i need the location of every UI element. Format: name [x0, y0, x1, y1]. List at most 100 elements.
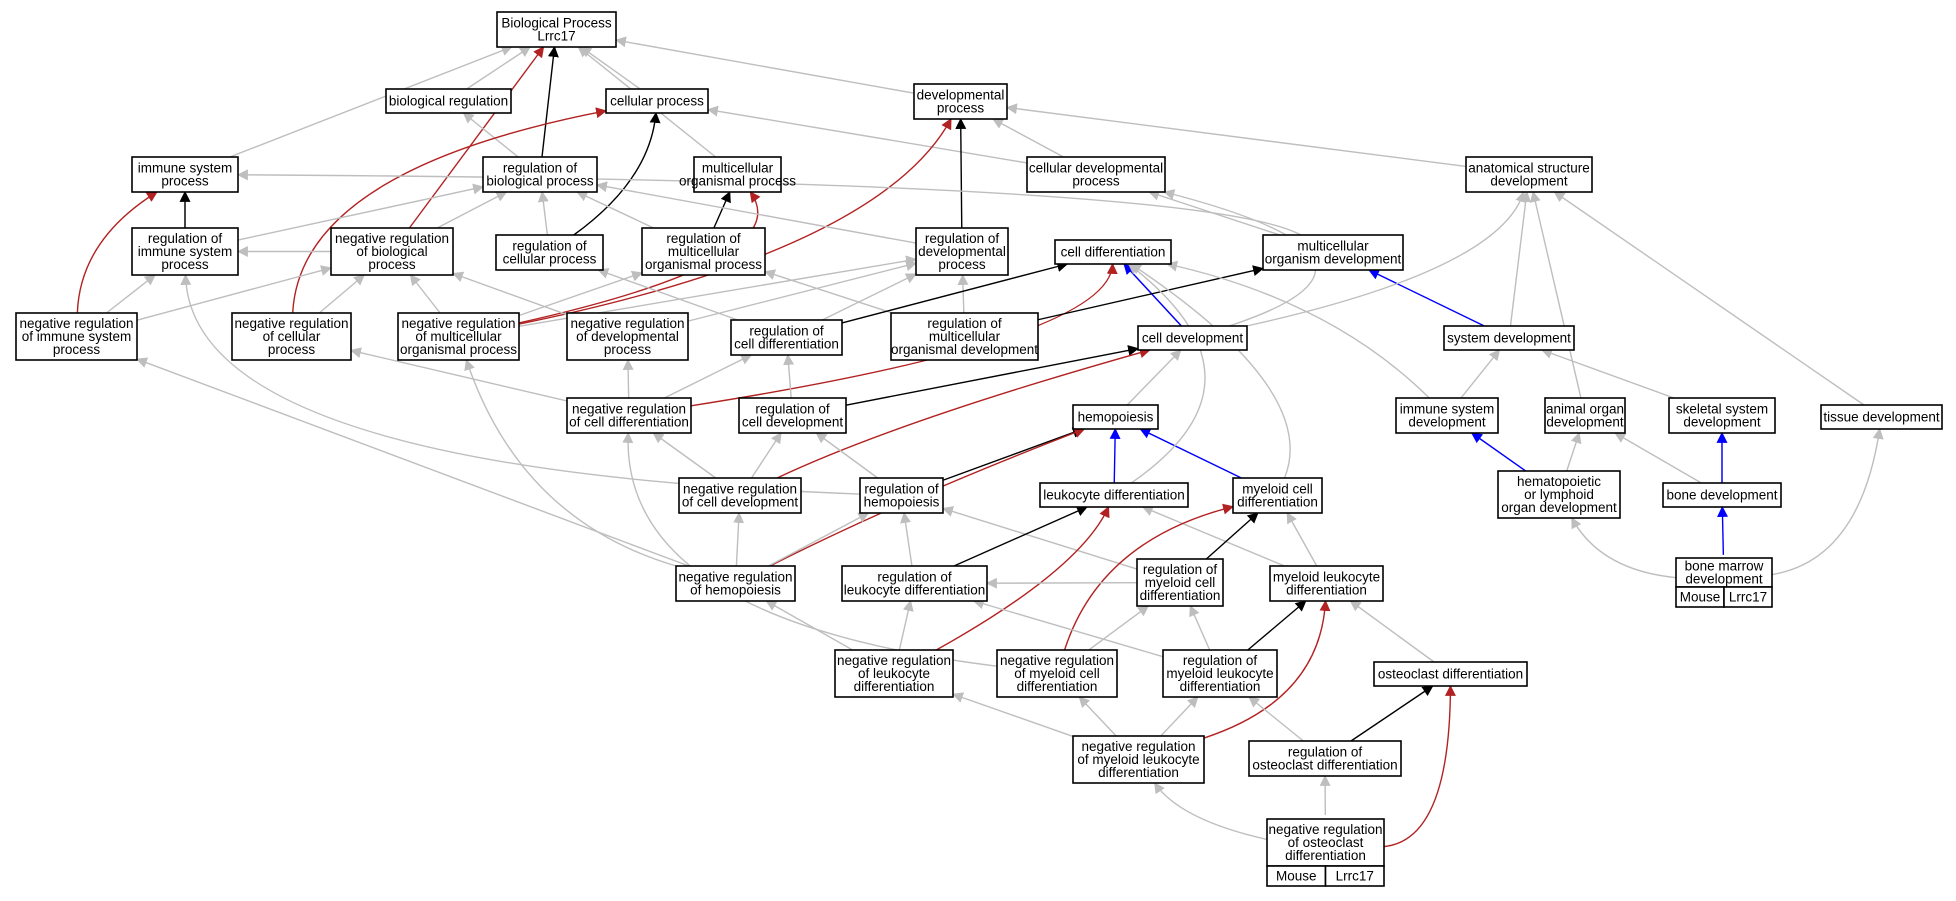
edge-rcdev-to-rcd: [783, 353, 795, 399]
go-term-label: hemopoiesis: [864, 495, 940, 510]
gene-cell: [1324, 865, 1385, 887]
go-term-box: [1269, 565, 1384, 602]
go-term-label: bone development: [1666, 488, 1777, 503]
go-term-label: cellular process: [610, 94, 704, 109]
edge-nrld-to-rld: [898, 599, 914, 651]
edge-nrmld-to-mld: [1203, 599, 1331, 739]
go-term-label: differentiation: [1285, 848, 1366, 863]
go-term-label: negative regulation: [234, 316, 348, 331]
edge-od-to-mld: [1349, 600, 1435, 663]
go-term-br[interactable]: biological regulation: [385, 88, 512, 114]
go-term-label: developmental: [917, 88, 1005, 103]
go-term-label: myeloid leukocyte: [1166, 666, 1273, 681]
go-term-label: negative regulation: [401, 316, 515, 331]
go-term-label: regulation of: [666, 231, 741, 246]
go-term-label: regulation of: [1183, 653, 1258, 668]
edge-rmcd-to-rld: [985, 577, 1138, 589]
go-term-box: [495, 234, 604, 271]
go-term-box: [1026, 156, 1166, 193]
edge-rmop-to-mop: [713, 190, 731, 229]
edge-rmcd-to-rhemo: [941, 506, 1138, 570]
edge-rld-to-ld: [953, 505, 1088, 567]
go-term-td[interactable]: tissue development: [1820, 404, 1943, 430]
go-term-label: multicellular: [1297, 239, 1369, 254]
go-term-label: cell development: [742, 415, 844, 430]
go-term-sd[interactable]: system development: [1443, 325, 1575, 351]
edge-nrmld-to-nrmcd: [1078, 696, 1117, 737]
edge-rcdev-to-cdev: [845, 345, 1140, 406]
go-term-od[interactable]: osteoclast differentiation: [1373, 661, 1528, 687]
edge-nrld-to-nrhemo: [765, 600, 853, 651]
edge-br-to-bp: [466, 46, 531, 90]
go-term-box: [131, 156, 239, 193]
go-term-box: [915, 227, 1009, 276]
edge-nrcd-to-rcd: [664, 354, 753, 399]
go-term-label: organismal process: [645, 257, 762, 272]
go-term-label: cellular developmental: [1029, 161, 1163, 176]
go-term-label: immune system: [138, 244, 233, 259]
edge-asd-to-dp: [1005, 103, 1467, 168]
go-term-box: [1668, 397, 1776, 434]
go-term-cd[interactable]: cell differentiation: [1054, 239, 1172, 265]
go-term-hemo[interactable]: hemopoiesis: [1072, 404, 1159, 430]
go-term-label: cellular process: [503, 252, 597, 267]
go-term-cdev[interactable]: cell development: [1137, 325, 1248, 351]
go-term-label: differentiation: [1286, 583, 1367, 598]
edge-rhemo-to-hemo: [942, 427, 1084, 481]
go-term-box: [1072, 404, 1159, 430]
go-term-box: [566, 397, 692, 434]
edge-cdp-to-dp: [992, 118, 1064, 158]
go-term-box: [675, 565, 796, 602]
go-term-label: negative regulation: [678, 570, 792, 585]
go-term-label: regulation of: [877, 570, 952, 585]
go-term-label: Lrrc17: [537, 29, 575, 44]
go-term-label: skeletal system: [1676, 402, 1768, 417]
go-term-bd[interactable]: bone development: [1662, 482, 1782, 508]
go-term-label: of developmental: [576, 329, 679, 344]
go-term-ld[interactable]: leukocyte differentiation: [1039, 482, 1189, 508]
go-term-box: [1136, 558, 1224, 607]
edge-nrbp-to-bp: [408, 46, 545, 229]
go-term-cp[interactable]: cellular process: [605, 88, 709, 114]
edge-mld-to-ld: [1141, 505, 1285, 567]
